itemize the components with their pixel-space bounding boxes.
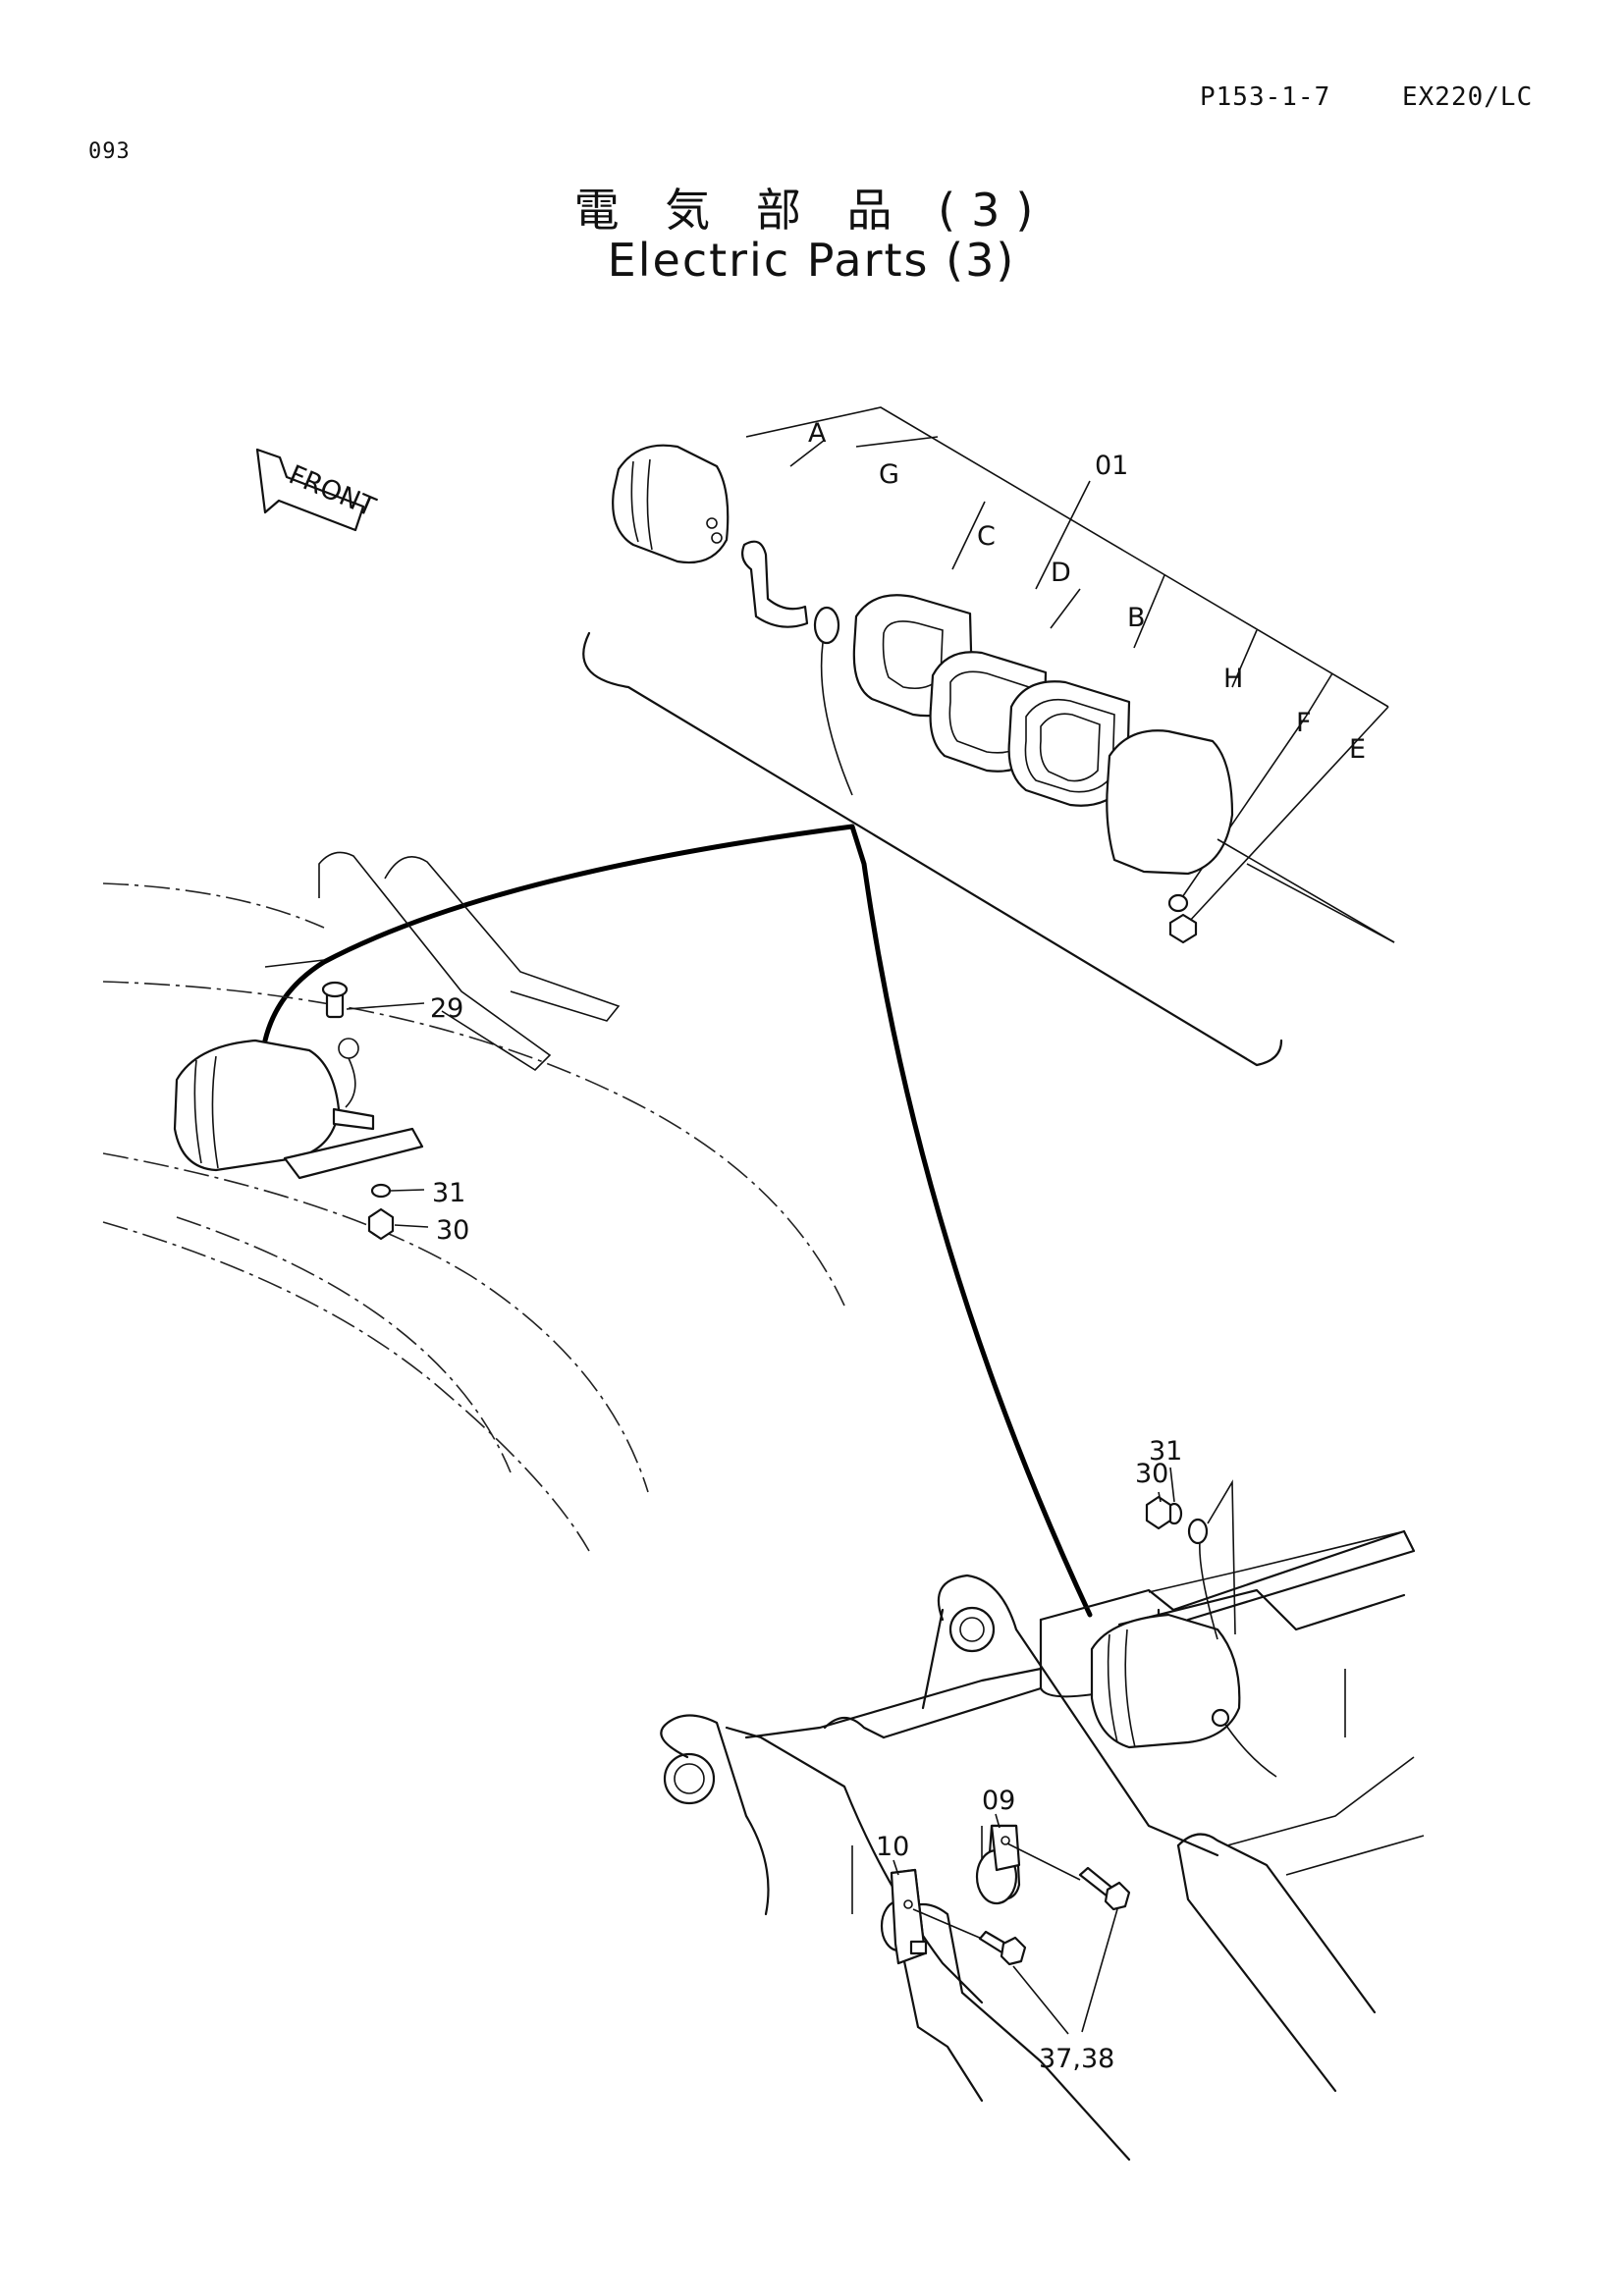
callout-30-right: 30 [1135, 1459, 1168, 1489]
page-number: 093 [88, 139, 131, 164]
callout-09: 09 [982, 1786, 1015, 1816]
page-title-japanese: 電 気 部 品 (3) [573, 184, 1050, 237]
housing-h [1106, 729, 1395, 944]
detail-bubble-outline [582, 631, 1283, 1067]
lead-line-right [849, 824, 1093, 1618]
callout-29: 29 [430, 993, 463, 1024]
right-machine-frame [660, 1529, 1425, 2162]
model-code: EX220/LC [1402, 82, 1534, 112]
right-side-lamp [1090, 1479, 1277, 1778]
bracket-10 [880, 1868, 928, 1965]
lamp-housing-a [612, 444, 730, 564]
leader-a [789, 439, 826, 467]
callout-bus-main [745, 406, 1389, 708]
callout-31-right: 31 [1149, 1436, 1182, 1467]
callout-g: G [879, 459, 899, 490]
callout-10: 10 [876, 1832, 909, 1862]
bubble-edge-line [1246, 863, 1395, 943]
callout-e: E [1349, 734, 1366, 765]
callout-f: F [1296, 708, 1312, 738]
leader-h [1231, 629, 1258, 688]
callout-h: H [1223, 664, 1243, 694]
bolts-37-38 [912, 1842, 1131, 2035]
leader-c [951, 501, 986, 570]
bulb-g [741, 540, 853, 796]
leader-e [1187, 706, 1389, 924]
left-side-lamp [173, 981, 429, 1241]
nut-e [1168, 913, 1198, 944]
leader-f [1177, 716, 1307, 904]
leader-d [1050, 588, 1081, 629]
leader-f-up [1305, 672, 1333, 718]
callout-31-left: 31 [432, 1178, 465, 1208]
page-title-english: Electric Parts (3) [607, 234, 1016, 287]
front-arrow-icon: FRONT [255, 448, 380, 532]
reference-code: P153-1-7 [1200, 82, 1331, 112]
callout-c: C [977, 521, 996, 552]
bracket-09 [975, 1824, 1021, 1905]
callout-30-left: 30 [436, 1215, 469, 1246]
callout-b: B [1127, 603, 1146, 633]
nut-30-right [1145, 1495, 1172, 1530]
callout-37-38: 37,38 [1039, 2044, 1114, 2074]
callout-d: D [1051, 558, 1071, 588]
callout-01: 01 [1095, 451, 1128, 481]
leader-01 [1035, 480, 1091, 590]
leader-b [1133, 574, 1165, 649]
washer-31-left [370, 1183, 392, 1199]
nut-30-left [367, 1207, 395, 1241]
washer-f [1167, 893, 1189, 913]
callout-a: A [808, 418, 827, 449]
leader-g [855, 436, 939, 448]
left-machine-outline [102, 851, 845, 1552]
